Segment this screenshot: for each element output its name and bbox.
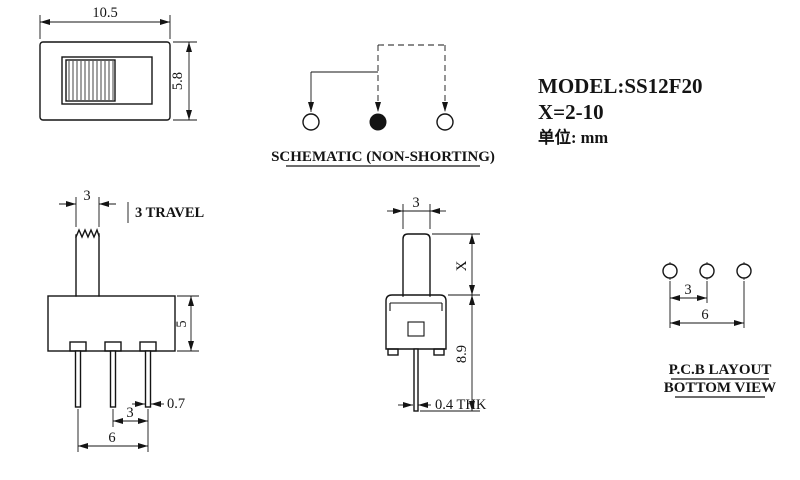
dim-label-pin-thickness: 0.4 THK <box>435 397 487 413</box>
pin-left <box>74 350 82 408</box>
dim-label-x: X <box>454 260 470 271</box>
pcb-layout-view: 3 6 P.C.B LAYOUT BOTTOM VIEW <box>662 262 776 398</box>
dim-label-top-width: 10.5 <box>92 5 117 21</box>
pin-side-view <box>413 348 419 412</box>
dim-travel: 3 TRAVEL <box>127 202 205 223</box>
dim-label-pcb-span: 6 <box>701 307 708 323</box>
dim-pcb-span: 6 <box>669 281 745 328</box>
pin-middle <box>109 350 117 408</box>
pcb-hole-middle <box>699 263 715 279</box>
dim-label-knob-width: 3 <box>83 188 90 204</box>
dim-side-knob-width: 3 <box>387 195 446 229</box>
contact-detail <box>407 321 425 337</box>
x-range-text: X=2-10 <box>538 100 604 124</box>
terminal-open-left <box>302 113 320 131</box>
dim-pin-thickness: 0.4 THK <box>398 397 487 413</box>
body-notch <box>139 341 157 352</box>
dim-label-pin-span: 6 <box>108 430 115 446</box>
dim-pin-pitch: 3 <box>112 405 149 452</box>
side-view: 3 X 8.9 0.4 THK <box>385 195 487 413</box>
knob-break-line <box>75 228 100 239</box>
pcb-caption-line1: P.C.B LAYOUT <box>669 362 772 378</box>
top-view-slot <box>61 56 153 105</box>
body-notch <box>104 341 122 352</box>
body-foot <box>387 348 399 356</box>
dim-top-width: 10.5 <box>39 5 171 39</box>
dim-body-height: 5 <box>174 295 199 352</box>
pcb-caption-line2: BOTTOM VIEW <box>664 380 776 396</box>
terminal-open-right <box>436 113 454 131</box>
dim-label-top-height: 5.8 <box>170 72 186 90</box>
body-foot <box>433 348 445 356</box>
unit-text: 单位: mm <box>538 127 608 147</box>
dim-knob-height-x: X <box>432 233 480 296</box>
dim-label-pin-width: 0.7 <box>167 396 185 412</box>
dim-pin-span: 6 <box>77 409 148 452</box>
schematic-view: SCHEMATIC (NON-SHORTING) <box>271 44 495 167</box>
top-view: 10.5 5.8 <box>39 5 197 121</box>
pcb-hole-right <box>736 263 752 279</box>
pcb-hole-left <box>662 263 678 279</box>
top-view-outline <box>39 41 171 121</box>
dim-total-height: 8.9 <box>420 295 480 412</box>
body-notch <box>69 341 87 352</box>
dim-pcb-pitch: 3 <box>669 281 708 303</box>
slider-knob-top <box>65 59 116 102</box>
body-side-view <box>385 294 447 350</box>
dim-knob-width: 3 <box>59 188 116 227</box>
dim-label-pcb-pitch: 3 <box>684 282 691 298</box>
dim-label-side-knob-width: 3 <box>412 195 419 211</box>
dim-top-height: 5.8 <box>170 41 197 121</box>
front-view: 3 3 TRAVEL 5 0.7 3 6 <box>47 188 205 452</box>
pin-right <box>144 350 152 408</box>
knob-hatching <box>68 61 114 100</box>
schematic-caption: SCHEMATIC (NON-SHORTING) <box>271 149 495 165</box>
dim-label-total-height: 8.9 <box>454 345 470 363</box>
dim-label-pin-pitch: 3 <box>126 405 133 421</box>
knob-side-view <box>402 233 431 297</box>
terminal-common-filled <box>369 113 387 131</box>
travel-label: 3 TRAVEL <box>135 205 205 221</box>
title-block: MODEL:SS12F20 X=2-10 单位: mm <box>538 74 703 147</box>
model-text: MODEL:SS12F20 <box>538 74 703 98</box>
dim-pin-width: 0.7 <box>132 396 185 412</box>
dim-label-body-height: 5 <box>174 320 190 327</box>
